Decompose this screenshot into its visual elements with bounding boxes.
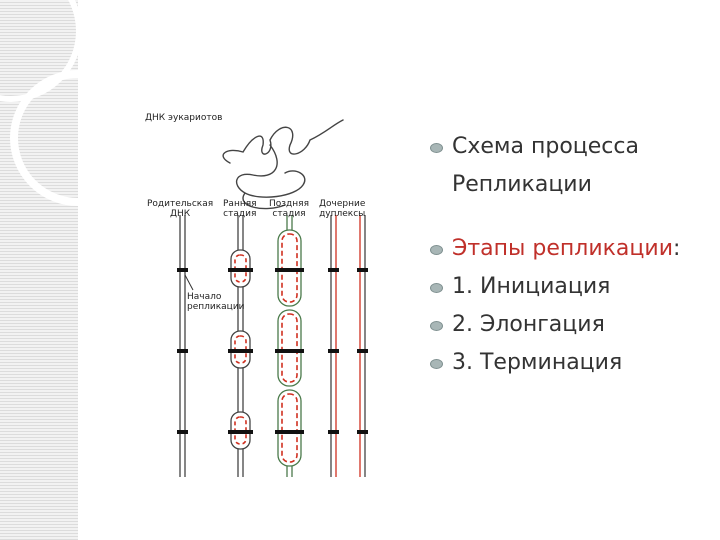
origin-marker (177, 430, 188, 434)
origin-marker (177, 349, 188, 353)
label-daughter-duplexes: Дочерние дуплексы (319, 199, 366, 219)
early-origin-markers (228, 268, 253, 434)
replication-diagram: ДНК эукариотов Родительская ДНК Ранняя с… (135, 105, 385, 489)
bullet-icon (430, 283, 443, 293)
origin-pointer (184, 274, 194, 291)
replication-diagram-svg (177, 119, 368, 477)
bullet-item: 2. Элонгация (428, 306, 713, 344)
label-early-stage: Ранняя стадия (223, 199, 257, 219)
bullet-icon (430, 321, 443, 331)
daughter-duplex-left (330, 215, 337, 477)
label-late-stage: Поздняя стадия (269, 199, 309, 219)
daughter-origin-markers (328, 268, 368, 434)
tangled-dna (222, 119, 344, 210)
label-eukaryote-dna: ДНК эукариотов (145, 113, 223, 123)
bullet-title: Схема процесса Репликации (428, 128, 713, 204)
bullet-icon (430, 245, 443, 255)
bullet-list: Схема процесса Репликации Этапы репликац… (428, 128, 713, 382)
bullet-item: 1. Инициация (428, 268, 713, 306)
bullet-icon (430, 359, 443, 369)
bullet-icon (430, 143, 443, 153)
daughter-duplex-right (359, 215, 366, 477)
late-origin-markers (275, 268, 304, 434)
bullet-item: 3. Терминация (428, 344, 713, 382)
label-replication-origin: Начало репликации (187, 292, 245, 312)
label-parent-dna: Родительская ДНК (147, 199, 214, 219)
origin-marker (177, 268, 188, 272)
bullet-stages: Этапы репликации: (428, 230, 713, 268)
decorative-side-band (0, 0, 78, 540)
